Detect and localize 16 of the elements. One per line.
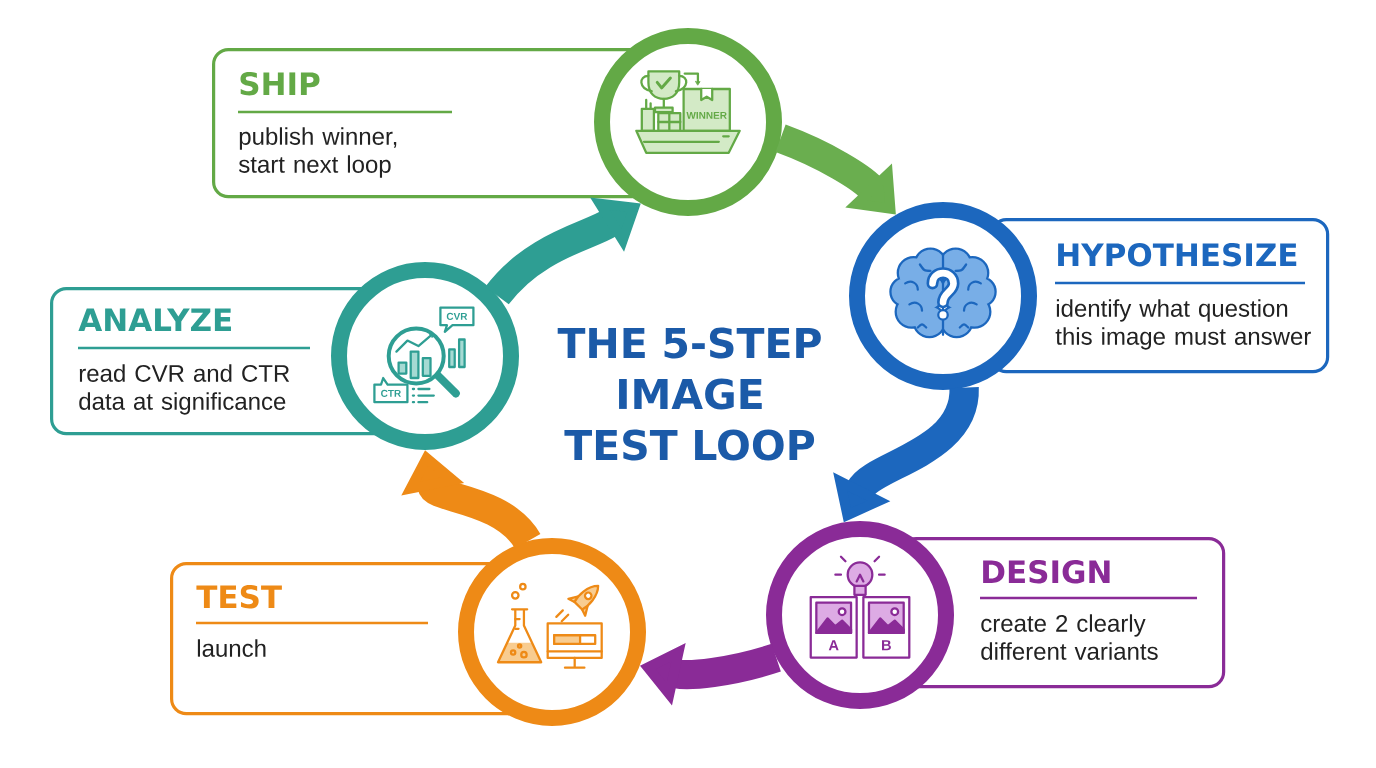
step-heading: ANALYZE xyxy=(78,308,231,331)
icon-label: A xyxy=(828,640,839,651)
title: THE 5-STEP IMAGE TEST LOOP xyxy=(557,327,821,461)
icon-label: CVR xyxy=(446,312,468,320)
step-heading: HYPOTHESIZE xyxy=(1058,243,1297,267)
icon-label: CTR xyxy=(381,389,401,397)
icon-label: B xyxy=(882,640,891,651)
step-description: read CVR and CTR data at significance xyxy=(79,364,290,415)
step-description: identify what question this image must answer xyxy=(1055,299,1311,350)
step-description: publish winner, start next loop xyxy=(238,127,397,178)
step-heading: SHIP xyxy=(240,72,320,96)
icon-label: WINNER xyxy=(686,111,727,119)
step-description: create 2 clearly different variants xyxy=(981,614,1158,660)
step-heading: TEST xyxy=(196,585,282,609)
step-heading: DESIGN xyxy=(983,560,1110,584)
step-description: launch xyxy=(197,639,266,657)
